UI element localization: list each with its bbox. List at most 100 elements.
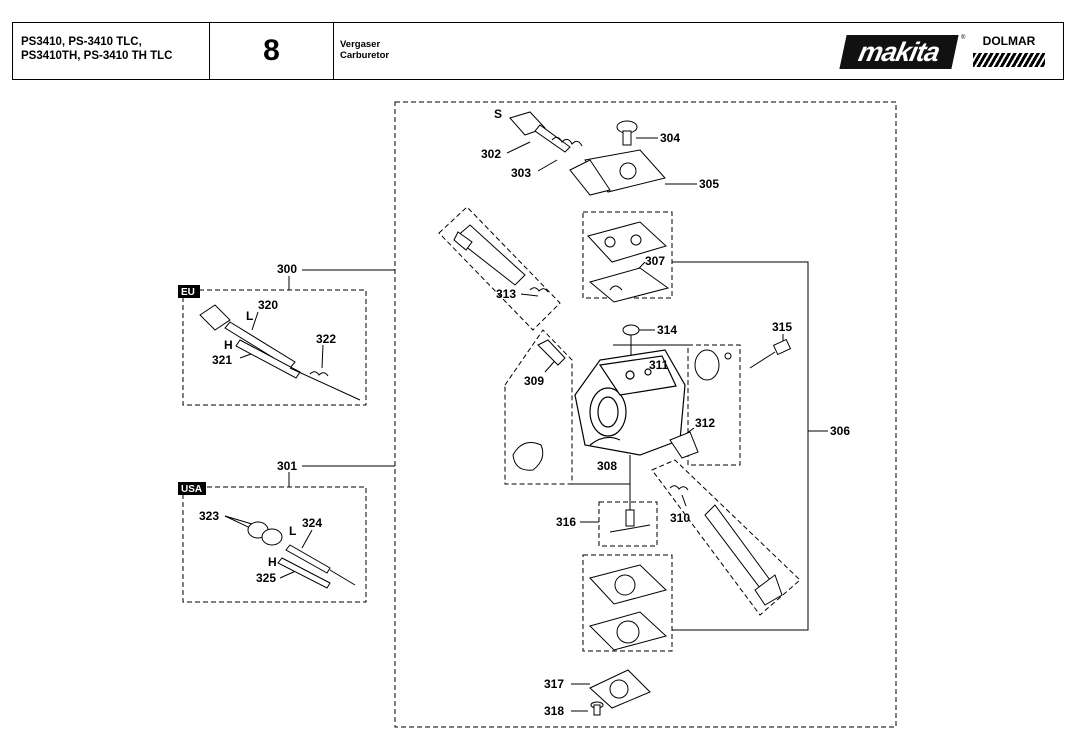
gasket-center [614,574,636,596]
label-301: 301 [277,459,297,473]
throttle-plate [694,349,720,381]
throttle-shaft [704,504,771,589]
usa-label-h: H [268,555,277,569]
pump-diaphragm [588,267,670,303]
usa-tag [178,482,206,495]
label-324: 324 [302,516,322,530]
model-names: PS3410, PS-3410 TLC, PS3410TH, PS-3410 T… [13,23,210,79]
body-lever-guide [589,436,621,446]
usa-limiter-cap-2 [261,528,283,546]
label-309: 309 [524,374,544,388]
eu-l-needle [224,321,296,369]
label-306: 306 [830,424,850,438]
label-300: 300 [277,262,297,276]
eu-label-l: L [246,309,253,323]
choke-frame [438,206,561,331]
eu-tag-label: EU [181,287,195,298]
label-316: 316 [556,515,576,529]
eu-adjuster-cap [199,304,231,331]
leader-320 [251,311,259,331]
choke-spring [529,287,549,293]
label-305: 305 [699,177,719,191]
choke-lever-end [453,231,473,251]
throttle-shaft-frame [651,459,801,616]
label-312: 312 [695,416,715,430]
section-description: Vergaser Carburetor [334,23,454,79]
eu-needle-tip [289,367,361,401]
idle-spring-coil [551,136,583,147]
label-313: 313 [496,287,516,301]
dolmar-logo: DOLMAR [982,34,1036,48]
description-german: Vergaser [340,39,381,50]
cover-screw-shaft [622,130,632,146]
pump-gasket [587,221,667,263]
label-325: 325 [256,571,276,585]
idle-screw-shaft [534,124,571,153]
body-top-face [598,355,677,396]
fuel-screen [622,324,640,336]
needle-lever [609,524,651,533]
throttle-shaft-end [754,574,783,606]
gasket-hole-1 [604,236,616,248]
brand-logos: makita ® DOLMAR [839,31,1053,73]
leader-313 [520,293,539,297]
gasket-hole-2 [630,234,642,246]
leader-324 [301,529,313,549]
diaphragm-center [616,620,640,644]
header-bar: PS3410, PS-3410 TLC, PS3410TH, PS-3410 T… [12,22,1064,80]
page-number: 8 [210,23,334,79]
idle-needle [749,351,776,369]
eu-label-h: H [224,338,233,352]
description-english: Carburetor [340,50,390,61]
label-308: 308 [597,459,617,473]
bracket-306 [672,261,809,631]
label-303: 303 [511,166,531,180]
usa-tag-label: USA [181,484,202,495]
model-line-2: PS3410TH, PS-3410 TH TLC [21,50,173,62]
model-line-1: PS3410, PS-3410 TLC, [21,36,142,48]
leader-322 [321,344,324,369]
usa-label-l: L [289,524,296,538]
label-315: 315 [772,320,792,334]
registered-mark: ® [961,35,966,41]
choke-lever-arm [537,339,566,366]
cover-tab [569,159,611,196]
cover-dome [609,679,629,699]
choke-shaft [454,224,526,286]
body-port-1 [625,370,635,380]
label-s: S [494,107,502,121]
label-311: 311 [649,358,669,372]
label-304: 304 [660,131,680,145]
label-318: 318 [544,704,564,718]
leader-303 [537,159,558,172]
choke-lever-frame [504,329,573,485]
diaphragm-lower-frame [582,554,673,652]
usa-h-needle [277,557,331,589]
eu-tag [178,285,200,298]
dolmar-stripes [973,53,1045,67]
usa-needle-tip [329,569,356,586]
label-310: 310 [670,511,690,525]
venturi-inner [597,396,619,428]
throttle-spring [669,485,689,491]
diaphragm-flap [609,285,623,291]
leader-323a [224,515,253,525]
eu-spring [309,371,329,377]
label-314: 314 [657,323,677,337]
label-323: 323 [199,509,219,523]
label-322: 322 [316,332,336,346]
label-302: 302 [481,147,501,161]
throttle-lever [669,431,699,459]
label-320: 320 [258,298,278,312]
main-assembly-frame [394,101,897,728]
inlet-needle [625,509,635,527]
body-port-2 [644,368,652,376]
usa-l-needle [285,544,331,574]
throttle-detail-frame [687,344,741,466]
usa-kit-frame [182,486,367,603]
label-317: 317 [544,677,564,691]
cover-screw-318-shaft [593,704,601,716]
cover-hole [619,162,637,180]
eu-h-needle [235,339,301,379]
